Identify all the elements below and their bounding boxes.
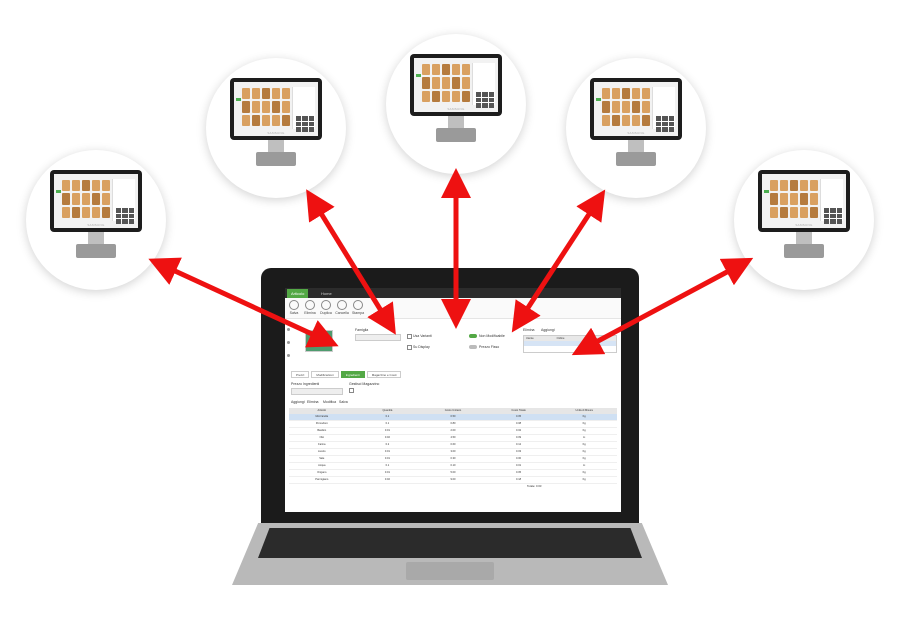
tab-prezzi[interactable]: Prezzi [291,371,310,378]
keypad [296,116,314,132]
pos-screen: SAMSUNG [410,54,502,116]
prezzo-fisso-toggle[interactable] [469,345,477,349]
manage-stock-checkbox[interactable] [349,388,354,393]
pos-terminal: SAMSUNG [590,78,682,176]
ingredients-price-field[interactable] [291,388,343,395]
brand-label: SAMSUNG [447,107,465,111]
brand-label: SAMSUNG [87,223,105,227]
table-delete-button[interactable]: Elimina [307,400,319,404]
pos-terminal: SAMSUNG [50,170,142,268]
keypad [476,92,494,108]
column-header: Utente [526,337,534,340]
total-cost-label: Totale: 0.63 [527,484,542,488]
pos-terminal-bubble-3: SAMSUNG [386,34,526,174]
arrow-terminal-1 [148,257,339,348]
arrow-terminal-5 [571,257,754,356]
table-row[interactable] [524,341,616,346]
product-grid [62,180,110,218]
pos-stand [436,128,476,142]
column-header: Ordine [556,337,565,340]
pos-screen: SAMSUNG [50,170,142,232]
laptop-keyboard [258,528,642,558]
pos-terminal-bubble-5: SAMSUNG [734,150,874,290]
pos-screen: SAMSUNG [230,78,322,140]
keypad [116,208,134,224]
column-header: Costo Totale [511,409,526,412]
usa-varianti-label: Usa Varianti [413,334,432,338]
product-grid [770,180,818,218]
pos-stand [76,244,116,258]
prezzo-fisso-label: Prezzo Fisso [479,345,500,349]
brand-label: SAMSUNG [627,131,645,135]
tab-magazzino[interactable]: Magazzino e Costi [366,371,402,378]
keypad [656,116,674,132]
table-add-button[interactable]: Aggiungi [291,400,305,404]
column-header: Articolo [317,409,327,412]
ingredients-table: Articolo Quantità Costo Unitario Costo T… [289,408,617,484]
pos-terminal: SAMSUNG [758,170,850,268]
su-display-checkbox[interactable] [407,345,412,350]
pos-terminal-bubble-2: SAMSUNG [206,58,346,198]
table-save-button[interactable]: Salva [339,400,348,404]
manage-stock-label: Gestisci Magazzino [349,382,380,386]
tab-modificazioni[interactable]: Modificazioni [311,371,339,378]
arrow-terminal-4 [511,189,606,333]
sub-tabs: Prezzi Modificazioni Ingredienti Magazzi… [291,371,402,378]
product-grid [242,88,290,126]
product-grid [602,88,650,126]
brand-label: SAMSUNG [267,131,285,135]
pos-stand [616,152,656,166]
pos-terminal: SAMSUNG [230,78,322,176]
brand-label: SAMSUNG [795,223,813,227]
pos-screen: SAMSUNG [590,78,682,140]
table-edit-button[interactable]: Modifica [323,400,337,404]
usa-varianti-checkbox[interactable] [407,334,412,339]
column-header: Costo Unitario [444,409,462,412]
ingredients-price-label: Prezzo Ingredienti [291,382,320,386]
su-display-label: Su Display [413,345,430,349]
pos-screen: SAMSUNG [758,170,850,232]
pos-terminal: SAMSUNG [410,54,502,152]
arrow-terminal-2 [306,189,396,335]
product-grid [422,64,470,102]
column-header: Unità di Misura [575,409,593,412]
non-modificabile-toggle[interactable] [469,334,477,338]
pos-stand [256,152,296,166]
table-header: Articolo Quantità Costo Unitario Costo T… [289,408,617,414]
pos-terminal-bubble-4: SAMSUNG [566,58,706,198]
pos-stand [784,244,824,258]
column-header: Quantità [382,409,393,412]
tab-ingredienti[interactable]: Ingredienti [340,371,365,378]
laptop-trackpad [406,562,494,580]
pos-terminal-bubble-1: SAMSUNG [26,150,166,290]
non-modificabile-label: Non Modificabile [479,334,505,338]
keypad [824,208,842,224]
